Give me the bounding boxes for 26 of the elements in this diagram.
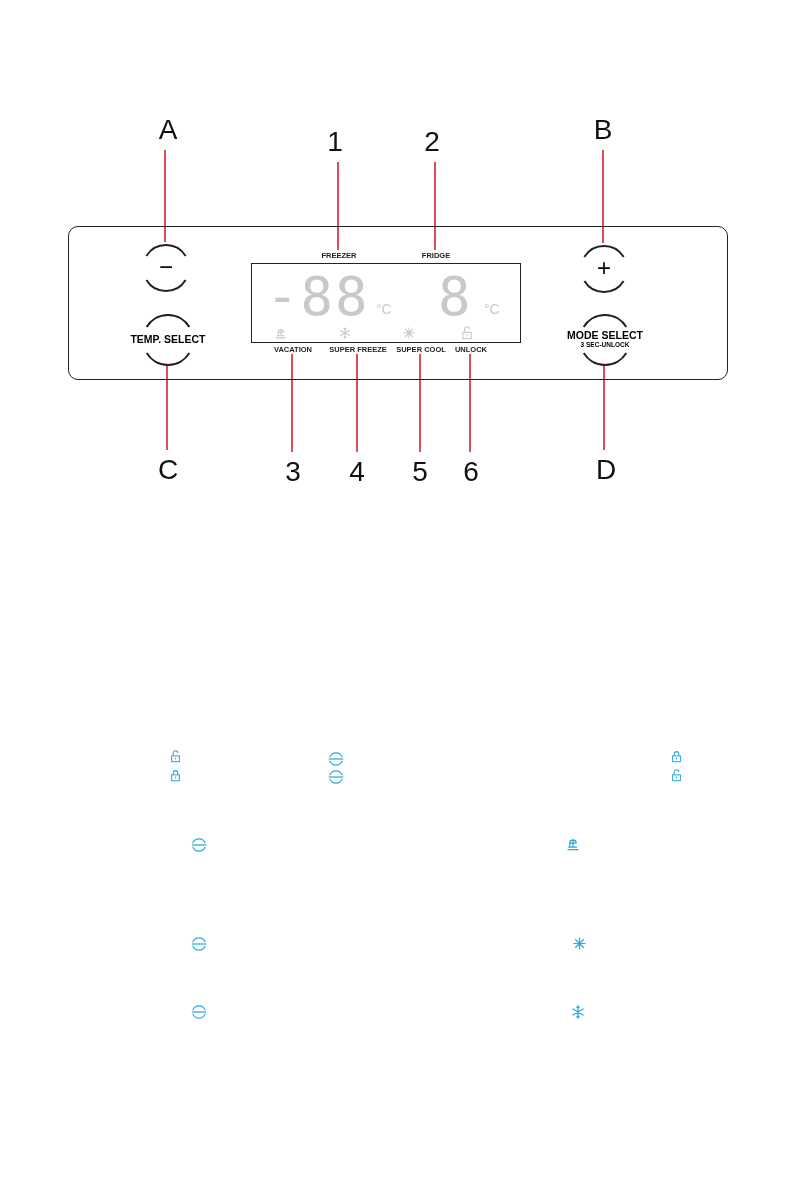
- leader-line: [356, 353, 358, 453]
- leader-line: [469, 353, 471, 453]
- leader-line: [603, 363, 605, 451]
- callout-letter: 6: [453, 452, 489, 492]
- callout-letter: 5: [402, 452, 438, 492]
- lcd-display: [251, 263, 521, 343]
- button-label: +: [597, 256, 611, 280]
- button-label: TEMP. SELECT: [130, 333, 206, 345]
- callout-letter: C: [150, 450, 186, 490]
- callout-letter: A: [150, 110, 186, 150]
- leader-line: [419, 353, 421, 453]
- leader-line: [166, 363, 168, 451]
- button-label: MODE SELECT: [567, 329, 643, 341]
- leader-line: [602, 149, 604, 244]
- callout-letter: B: [585, 110, 621, 150]
- callout-letter: 4: [339, 452, 375, 492]
- leader-line: [164, 149, 166, 243]
- callout-letter: 1: [317, 122, 353, 162]
- callout-letter: 3: [275, 452, 311, 492]
- button-label: −: [159, 255, 173, 279]
- callout-letter: D: [588, 450, 624, 490]
- control-panel: [68, 226, 728, 380]
- leader-line: [337, 161, 339, 251]
- leader-line: [434, 161, 436, 251]
- leader-line: [291, 353, 293, 453]
- callout-letter: 2: [414, 122, 450, 162]
